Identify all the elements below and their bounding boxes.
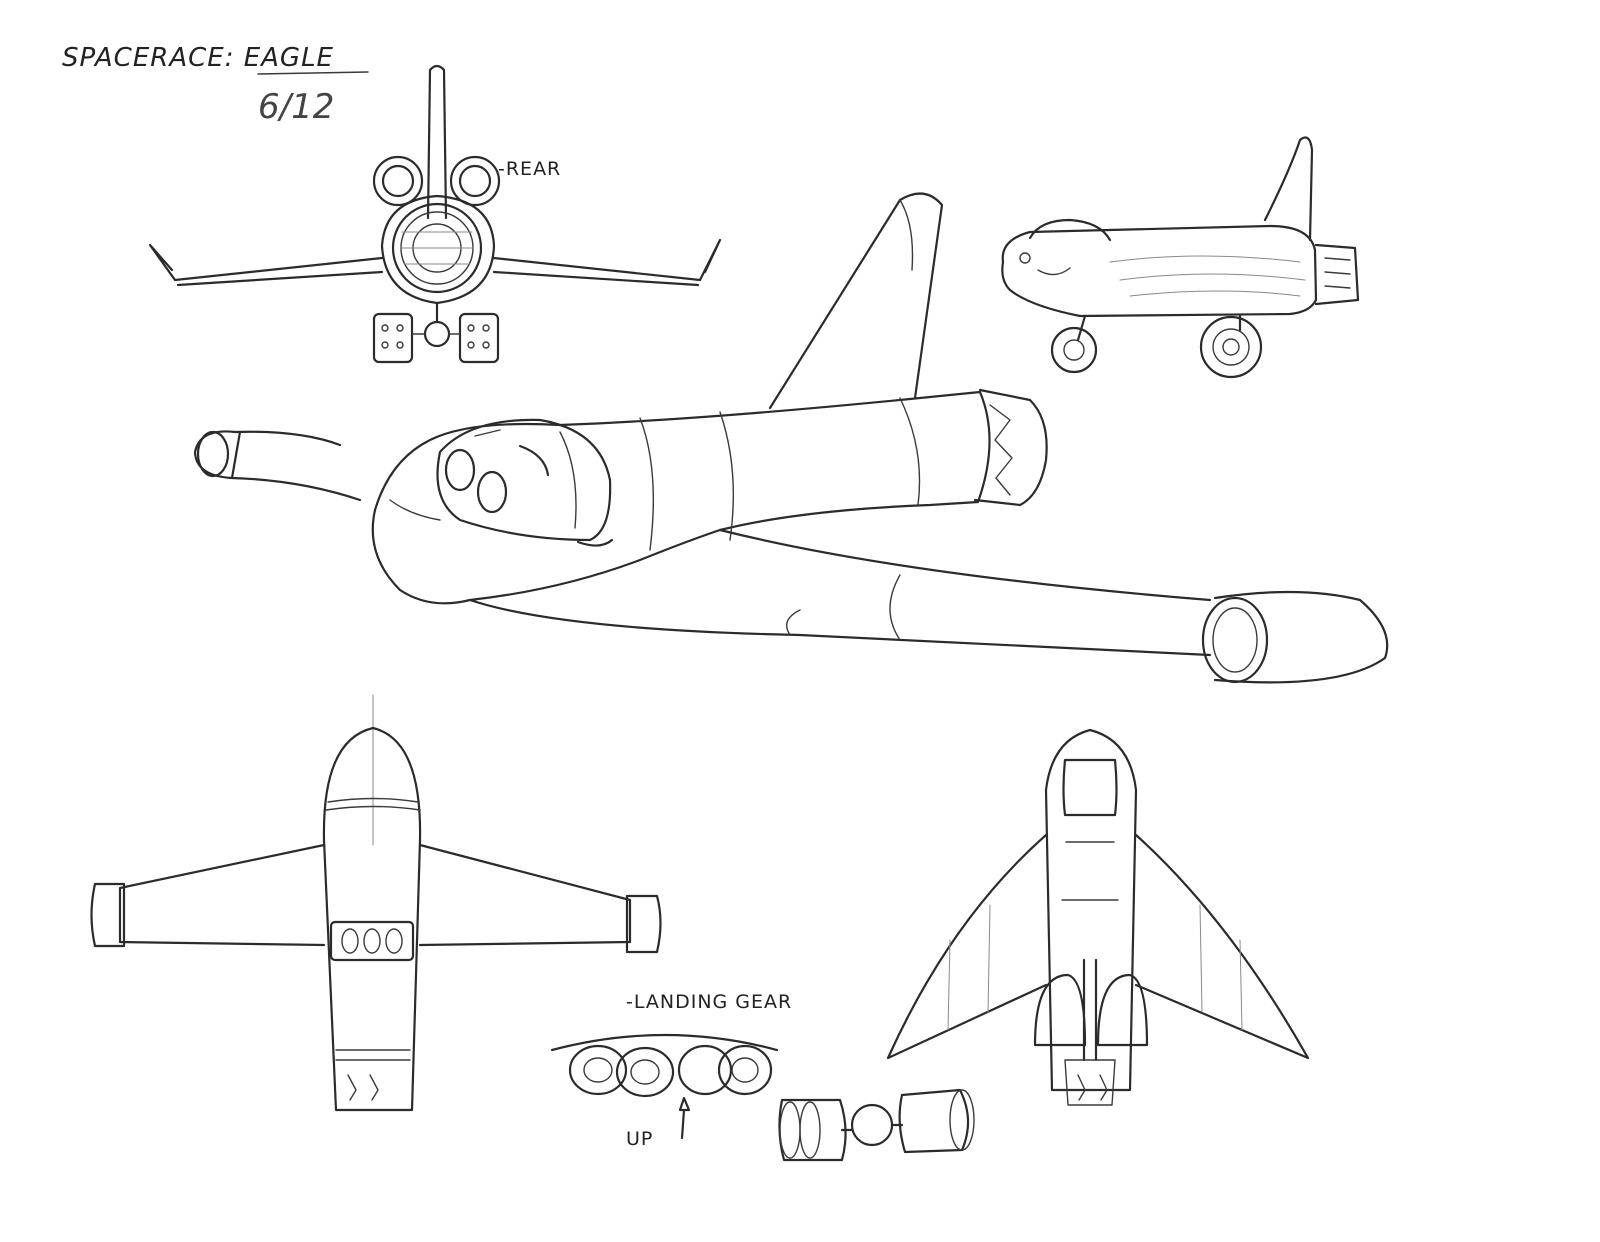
underside-view-sketch — [90, 694, 662, 1112]
top-view-sketch — [886, 728, 1310, 1106]
up-label: UP — [626, 1128, 653, 1150]
side-view-sketch — [1001, 136, 1360, 379]
sheet-date: 6/12 — [258, 87, 334, 127]
landing-gear-sketch — [550, 1033, 975, 1162]
sheet-title: SPACERACE: EAGLE — [62, 43, 334, 73]
landing-gear-label: -LANDING GEAR — [626, 991, 792, 1013]
title-underline — [257, 71, 369, 75]
rear-label: -REAR — [498, 158, 561, 180]
main-three-quarter-sketch — [193, 192, 1389, 684]
rear-view-sketch — [148, 64, 722, 364]
